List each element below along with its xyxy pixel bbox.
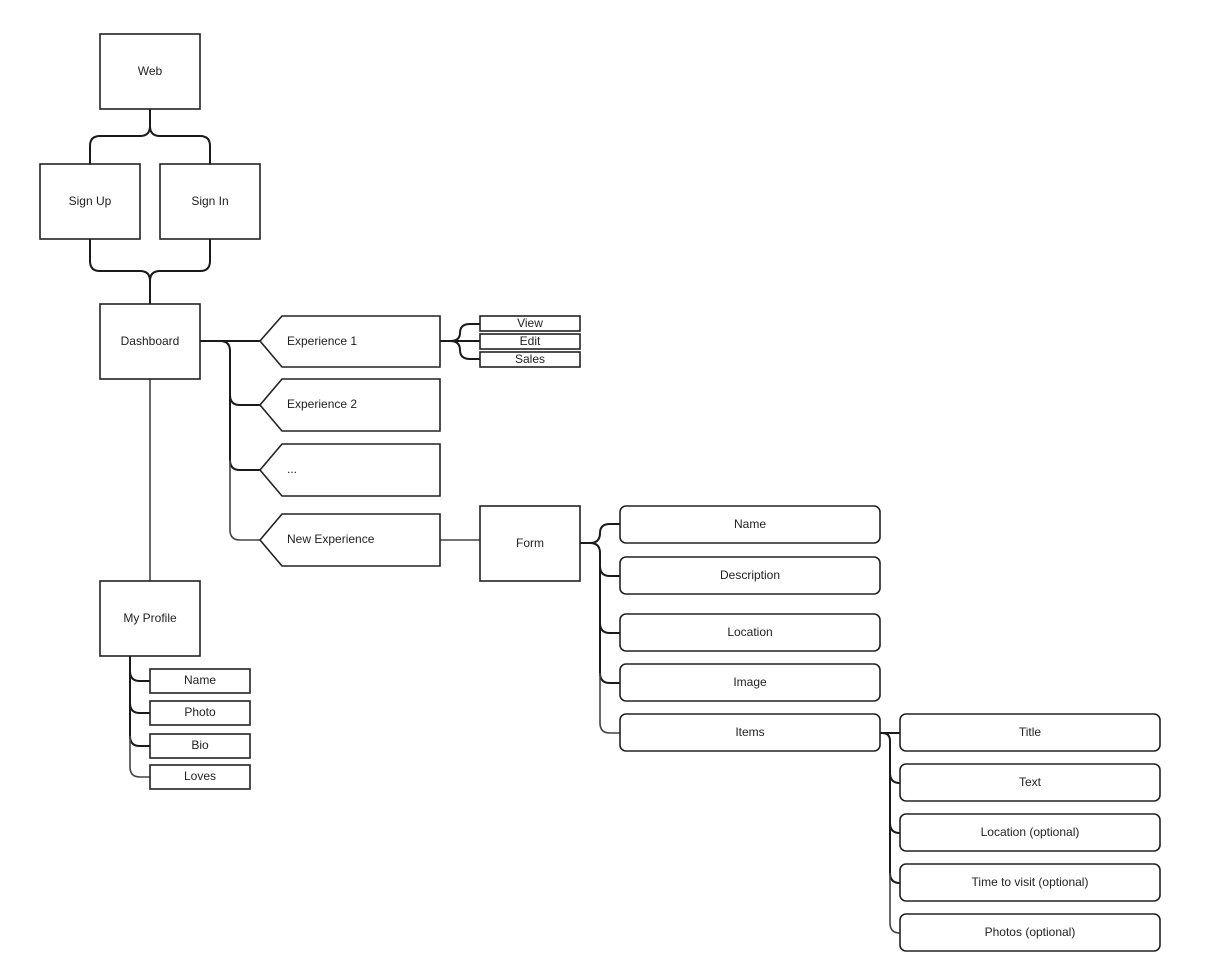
- form-field-label: Items: [735, 725, 764, 739]
- node-dashboard: Dashboard: [99, 303, 201, 380]
- item-field-label: Photos (optional): [985, 925, 1076, 939]
- node-experience-2-label: Experience 2: [287, 397, 357, 411]
- item-field-photos: Photos (optional): [899, 913, 1161, 952]
- node-view-label: View: [517, 316, 543, 330]
- node-experience-1-label: Experience 1: [287, 334, 357, 348]
- node-web-label: Web: [138, 64, 163, 78]
- form-field-label: Location: [727, 625, 772, 639]
- node-sign-up-label: Sign Up: [69, 194, 112, 208]
- node-my-profile-label: My Profile: [123, 611, 177, 625]
- item-field-label: Text: [1019, 775, 1042, 789]
- profile-field-label: Photo: [184, 705, 216, 719]
- node-sign-in: Sign In: [159, 163, 261, 240]
- profile-field-label: Bio: [191, 738, 209, 752]
- node-experience-1: Experience 1: [258, 315, 441, 368]
- node-new-experience-label: New Experience: [287, 532, 375, 546]
- profile-field-photo: Photo: [149, 700, 251, 726]
- node-edit: Edit: [479, 333, 581, 350]
- node-my-profile: My Profile: [99, 580, 201, 657]
- profile-field-label: Name: [184, 673, 216, 687]
- form-field-items: Items: [619, 713, 881, 752]
- form-field-location: Location: [619, 613, 881, 652]
- profile-field-label: Loves: [184, 769, 216, 783]
- item-field-title: Title: [899, 713, 1161, 752]
- node-experience-more-label: ...: [287, 462, 297, 476]
- form-field-label: Name: [734, 517, 766, 531]
- item-field-label: Time to visit (optional): [972, 875, 1089, 889]
- form-field-name: Name: [619, 505, 881, 544]
- node-sign-in-label: Sign In: [191, 194, 228, 208]
- profile-field-loves: Loves: [149, 764, 251, 790]
- node-form: Form: [479, 505, 581, 582]
- item-field-time-to-visit: Time to visit (optional): [899, 863, 1161, 902]
- form-field-label: Image: [733, 675, 767, 689]
- form-field-description: Description: [619, 556, 881, 595]
- node-new-experience: New Experience: [258, 513, 441, 567]
- item-field-text: Text: [899, 763, 1161, 802]
- node-sales-label: Sales: [515, 352, 545, 366]
- node-experience-2: Experience 2: [258, 378, 441, 432]
- node-form-label: Form: [516, 536, 544, 550]
- connectors: [89, 108, 901, 934]
- node-sales: Sales: [479, 351, 581, 368]
- node-web: Web: [99, 33, 201, 110]
- item-field-location: Location (optional): [899, 813, 1161, 852]
- node-dashboard-label: Dashboard: [121, 334, 180, 348]
- node-sign-up: Sign Up: [39, 163, 141, 240]
- node-view: View: [479, 315, 581, 332]
- item-field-label: Title: [1019, 725, 1042, 739]
- node-edit-label: Edit: [520, 334, 541, 348]
- profile-field-bio: Bio: [149, 733, 251, 759]
- item-field-label: Location (optional): [981, 825, 1080, 839]
- form-field-image: Image: [619, 663, 881, 702]
- profile-field-name: Name: [149, 668, 251, 694]
- form-field-label: Description: [720, 568, 780, 582]
- node-experience-more: ...: [258, 443, 441, 497]
